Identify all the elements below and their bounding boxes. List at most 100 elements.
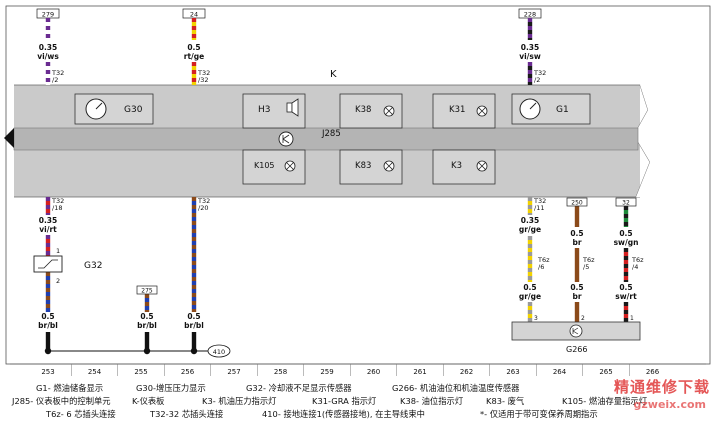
ruler-label: 256: [181, 368, 195, 376]
wire-sw-rt: [623, 264, 629, 268]
k3-oil-pressure-lamp: K3: [432, 149, 496, 185]
wire-gr-ge: [527, 272, 533, 276]
pin-label: /11: [534, 204, 544, 212]
wire-vi-ws: [45, 82, 51, 85]
fuse-tag-228: 228: [518, 8, 542, 19]
wire-vi-sw: [527, 70, 533, 74]
wire-vi-ws: [45, 18, 51, 22]
pin-label: 1: [630, 315, 634, 322]
wire-rt-ge: [191, 70, 197, 74]
wire-gr-ge: [527, 302, 533, 306]
wire-br-bl: [45, 296, 51, 300]
svg-text:24: 24: [190, 11, 198, 19]
wire-vi-ws: [45, 78, 51, 82]
wire-vi-ws: [45, 26, 51, 30]
wire-color-label: br: [572, 292, 581, 301]
wire-color-label: sw/rt: [615, 292, 637, 301]
wire-br-bl: [144, 298, 150, 302]
wire-gauge-label: 0.35: [39, 43, 58, 52]
pin-label: /18: [52, 204, 62, 212]
k83-label: K83: [355, 161, 371, 171]
wire-vi-ws: [45, 62, 51, 66]
wire-vi-ws: [45, 30, 51, 34]
wire-gauge-label: 0.5: [187, 312, 200, 321]
wire-vi-ws: [45, 34, 51, 38]
wire-br-bl: [144, 302, 150, 306]
connector-label: T32: [533, 69, 546, 77]
legend-item: K105- 燃油存量指示灯: [562, 396, 647, 406]
wire-rt-ge: [191, 82, 197, 85]
wire-sw-rt: [623, 314, 629, 318]
wire-br-bl: [191, 257, 197, 261]
wire-vi-sw: [527, 34, 533, 38]
legend-item: G30-增压压力显示: [136, 383, 206, 393]
wire-gr-ge: [527, 280, 533, 282]
legend-item: G32- 冷却液不足显示传感器: [246, 383, 352, 393]
wire-vi-sw: [527, 78, 533, 82]
connector-label: T6z: [537, 256, 550, 264]
wire-vi-sw: [527, 30, 533, 34]
wire-gauge-label: 0.5: [570, 283, 583, 292]
g266-label: G266: [566, 345, 587, 354]
wire-br: [574, 302, 580, 322]
wire-br-bl: [45, 288, 51, 292]
wire-gr-ge: [527, 236, 533, 240]
wire-br-bl: [45, 276, 51, 280]
ruler-label: 258: [274, 368, 287, 376]
ruler-label: 261: [413, 368, 426, 376]
wire-vi-ws: [45, 66, 51, 70]
wire-br-bl: [191, 237, 197, 241]
wire-sw-rt: [623, 318, 629, 322]
wire-vi-rt: [45, 213, 51, 215]
connector-label: T6z: [582, 256, 595, 264]
wire-gr-ge: [527, 248, 533, 252]
connector-label: T32: [533, 197, 546, 205]
wire-br-bl: [191, 261, 197, 265]
legend-item: K31-GRA 指示灯: [312, 396, 377, 406]
k105-fuel-reserve-lamp: K105: [242, 149, 306, 185]
pin-label: /5: [583, 263, 589, 271]
wire-sw-rt: [623, 272, 629, 276]
wire-br-bl: [191, 265, 197, 269]
wire-br-bl: [191, 245, 197, 249]
wire-br-bl: [45, 292, 51, 296]
legend-item: J285- 仪表板中的控制单元: [12, 396, 111, 406]
svg-text:275: 275: [141, 288, 153, 295]
wire-sw-rt: [623, 268, 629, 272]
wire-gr-ge: [527, 276, 533, 280]
wire-gauge-label: 0.35: [521, 43, 540, 52]
wire-gauge-label: 0.5: [619, 229, 632, 238]
wire-gauge-label: 0.5: [619, 283, 632, 292]
wire-vi-rt: [45, 235, 51, 239]
wire-br-bl: [191, 197, 197, 201]
ruler-label: 265: [599, 368, 612, 376]
wire-sw-gn: [623, 210, 629, 214]
legend-item: 410- 接地连接1(传感器接地), 在主导线束中: [262, 409, 425, 419]
j285-label: J285: [321, 129, 341, 139]
ground-point-410: [207, 344, 231, 358]
legend-item: K3- 机油压力指示灯: [202, 396, 277, 406]
g32-coolant-sensor: G32 1 2: [33, 247, 102, 285]
wire-rt-ge: [191, 78, 197, 82]
wire-vi-ws: [45, 22, 51, 26]
legend-item: G266- 机油油位和机油温度传感器: [392, 383, 520, 393]
connector-label: T6z: [631, 256, 644, 264]
g1-fuel-gauge: G1: [511, 93, 591, 125]
wire-rt-ge: [191, 22, 197, 26]
watermark-logo: 精通维修下载: [613, 378, 710, 396]
wire-segments: [45, 18, 629, 351]
wire-gr-ge: [527, 310, 533, 314]
k31-gra-lamp: K31: [432, 93, 496, 129]
h3-buzzer: H3: [242, 93, 306, 129]
junction-dot: [44, 347, 52, 355]
ruler-label: 266: [646, 368, 660, 376]
pin-label: /20: [198, 204, 208, 212]
wire-gauge-label: 0.5: [187, 43, 200, 52]
wire-br-bl: [45, 280, 51, 284]
connector-label: T32: [197, 69, 210, 77]
wire-vi-sw: [527, 66, 533, 70]
wire-sw-rt: [623, 302, 629, 306]
wire-sw-gn: [623, 226, 629, 227]
wire-gauge-label: 0.5: [523, 283, 536, 292]
wire-color-label: rt/ge: [184, 52, 204, 61]
